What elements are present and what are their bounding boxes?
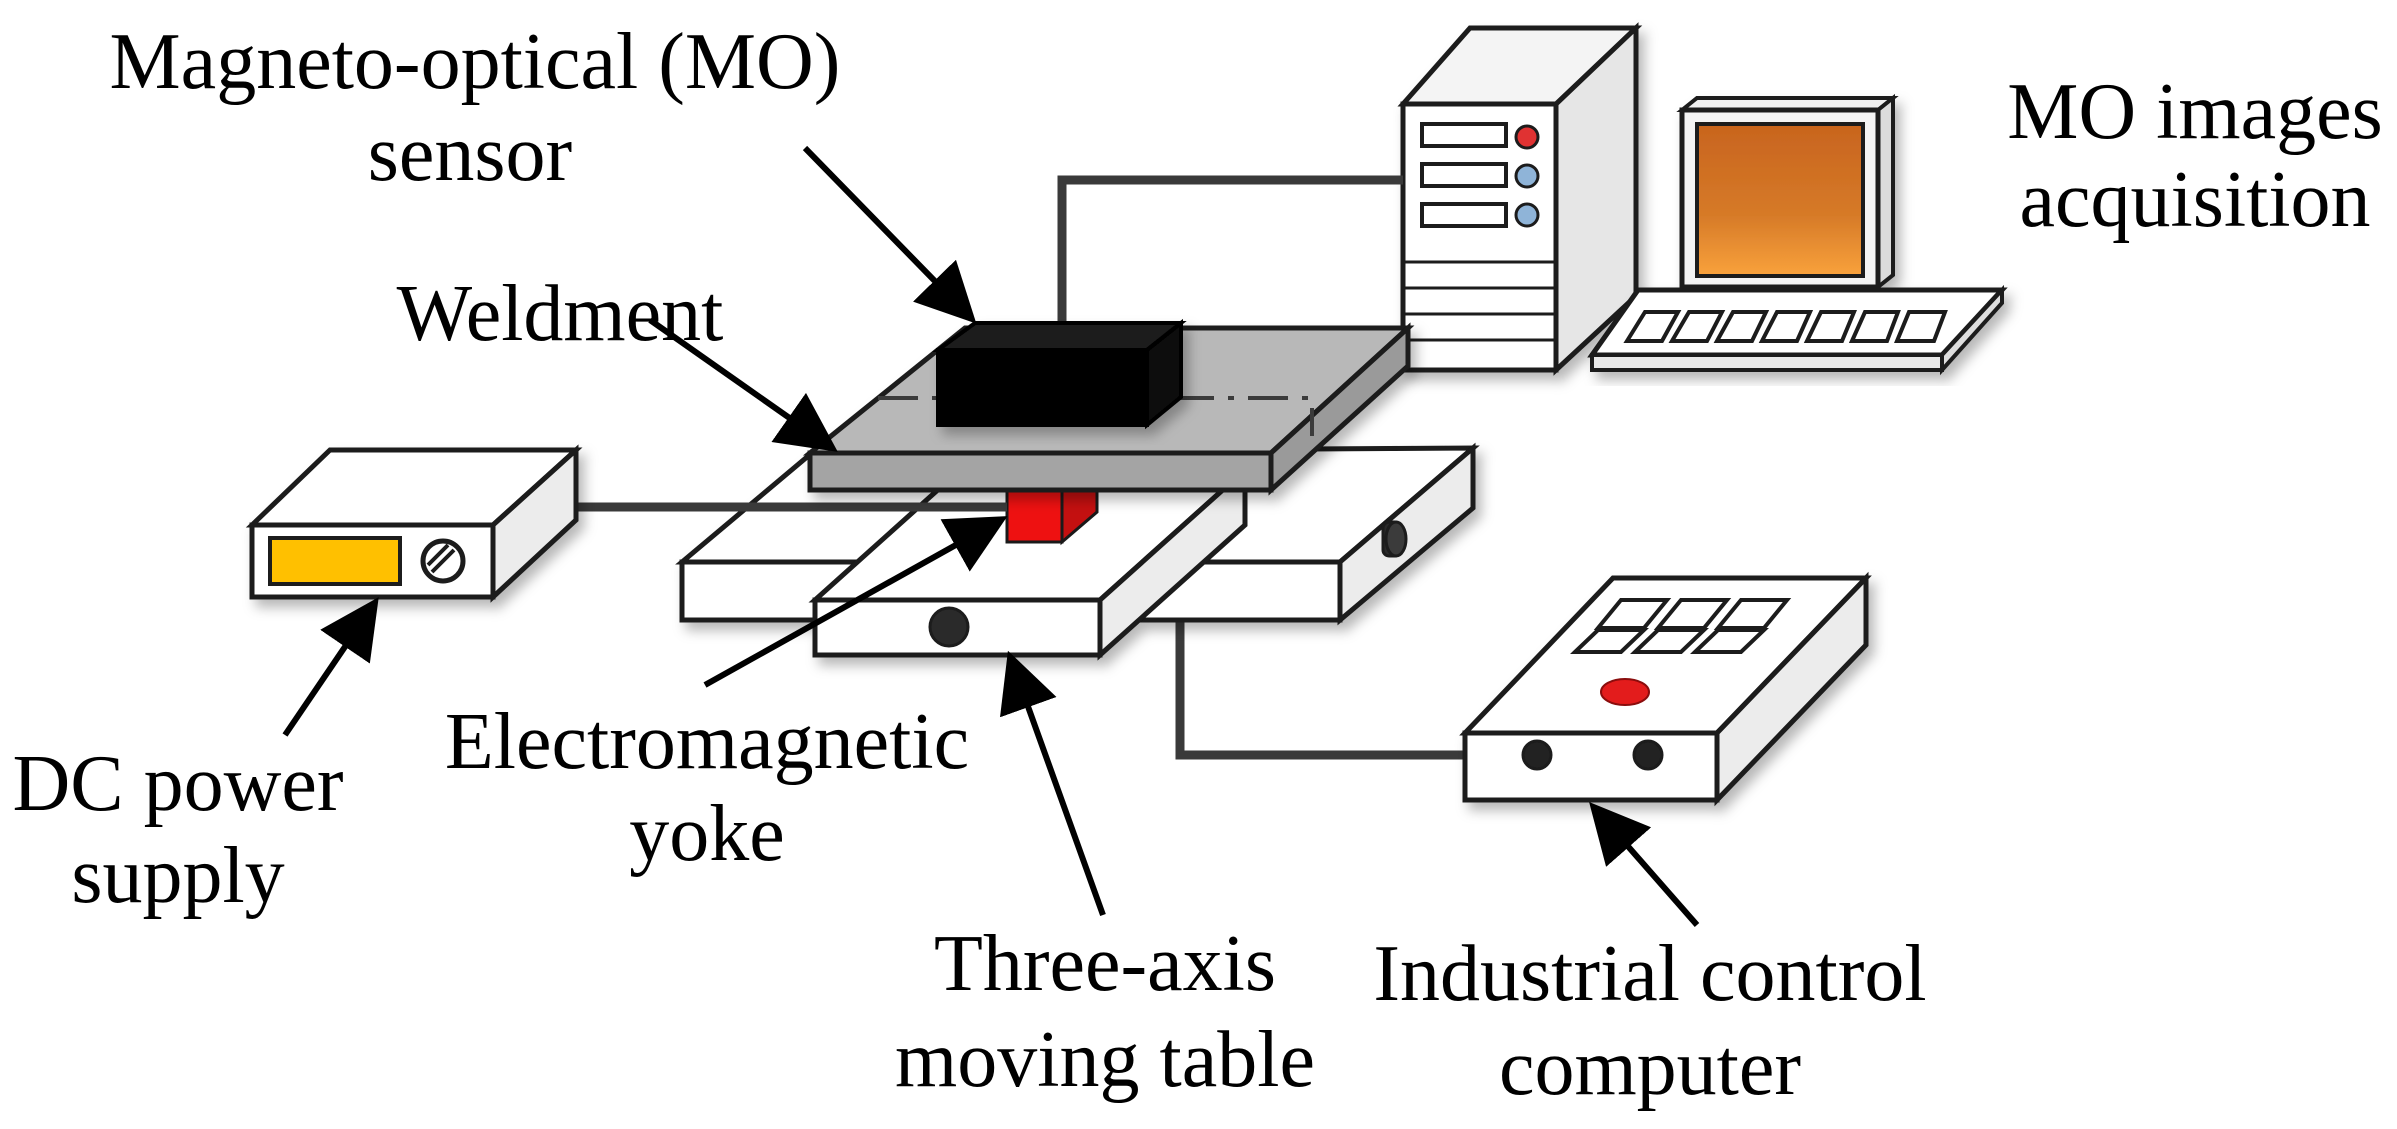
label-mo-sensor-line2: sensor xyxy=(368,110,572,198)
arrow-mo-sensor xyxy=(802,145,977,324)
label-mo-sensor-line1: Magneto-optical (MO) xyxy=(110,18,841,106)
arrow-dc-power xyxy=(282,597,379,737)
arrow-icc xyxy=(1589,801,1700,927)
labels: Magneto-optical (MO) sensor Weldment MO … xyxy=(12,18,2382,1112)
label-weldment: Weldment xyxy=(397,270,724,358)
label-dc-power-line2: supply xyxy=(71,832,284,920)
arrow-table xyxy=(1000,650,1106,917)
sensor-to-tower-cable xyxy=(1057,175,1403,325)
industrial-control-box xyxy=(1459,571,1872,807)
label-yoke-line2: yoke xyxy=(629,790,785,878)
label-dc-power-line1: DC power xyxy=(12,740,343,828)
label-mo-images-line1: MO images xyxy=(2007,68,2383,156)
label-table-line1: Three-axis xyxy=(934,920,1276,1008)
pc-tower xyxy=(1397,22,1643,376)
crt-monitor xyxy=(1676,93,1899,292)
keyboard xyxy=(1587,284,2008,376)
label-icc-line1: Industrial control xyxy=(1373,930,1926,1018)
cables xyxy=(1057,175,1532,760)
label-mo-images-line2: acquisition xyxy=(2019,156,2370,244)
label-table-line2: moving table xyxy=(895,1016,1315,1104)
label-yoke-line1: Electromagnetic xyxy=(445,698,969,786)
table-to-icc-cable xyxy=(1175,620,1532,760)
pointer-arrows xyxy=(282,145,1700,927)
dc-power-supply-box xyxy=(245,444,583,603)
arrow-weldment xyxy=(648,317,838,452)
arrow-yoke xyxy=(703,516,1008,688)
mo-sensor-block xyxy=(931,318,1187,430)
label-icc-line2: computer xyxy=(1499,1024,1801,1112)
